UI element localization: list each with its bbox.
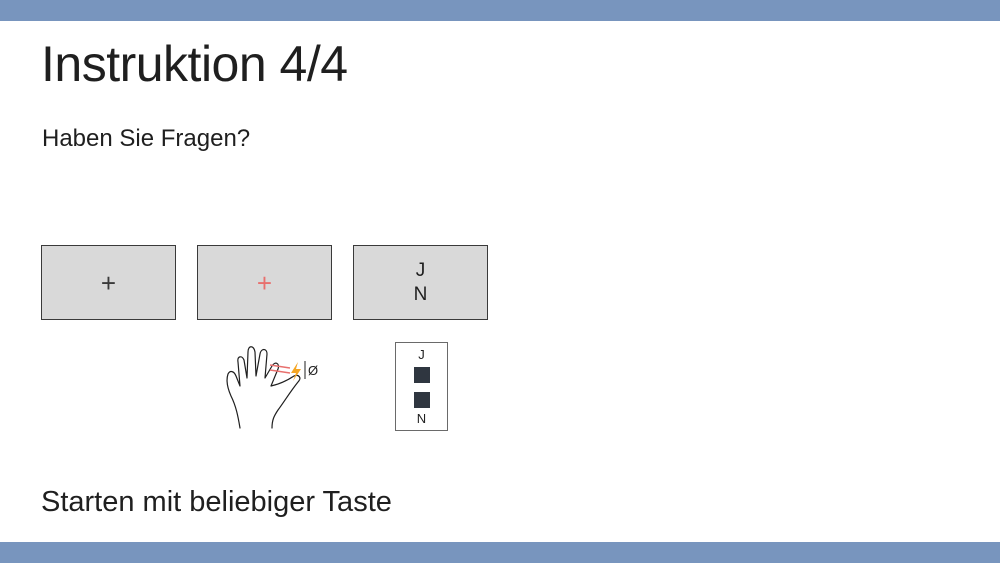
response-j-label: J bbox=[415, 259, 426, 281]
stimulus-panel-neutral: + bbox=[41, 245, 176, 320]
bottom-bar bbox=[0, 542, 1000, 563]
start-instruction: Starten mit beliebiger Taste bbox=[41, 486, 392, 518]
response-n-label: N bbox=[413, 283, 428, 305]
keypad-n-label: N bbox=[416, 411, 427, 426]
hand-with-stimulation-icon: Ø bbox=[226, 346, 318, 429]
lightning-bolt-icon bbox=[291, 362, 301, 381]
question-text: Haben Sie Fragen? bbox=[42, 125, 251, 152]
null-symbol: Ø bbox=[308, 363, 318, 378]
response-panel: J N bbox=[353, 245, 488, 320]
top-bar bbox=[0, 0, 1000, 21]
keypad-j-label: J bbox=[418, 347, 425, 362]
page-title: Instruktion 4/4 bbox=[41, 36, 348, 92]
response-keypad: J N bbox=[395, 342, 448, 431]
red-fixation-cross-icon: + bbox=[256, 267, 273, 298]
stimulus-panel-red: + bbox=[197, 245, 332, 320]
key-j bbox=[414, 367, 430, 383]
fixation-cross-icon: + bbox=[100, 267, 117, 298]
key-n bbox=[414, 392, 430, 408]
